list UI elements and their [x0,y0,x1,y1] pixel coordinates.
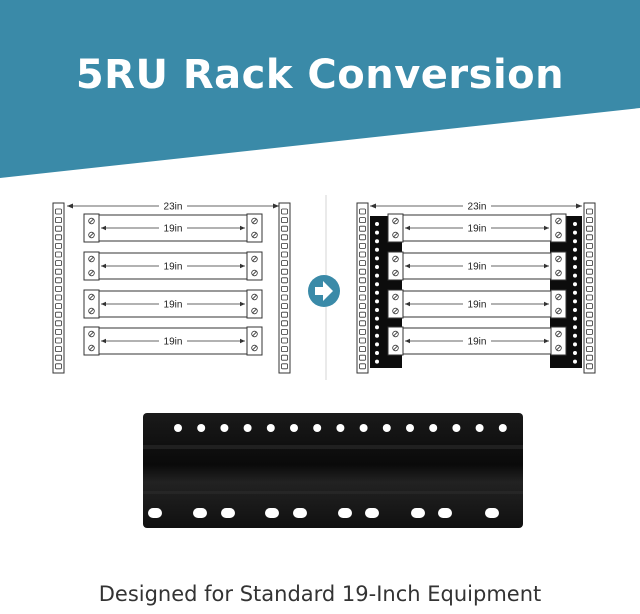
mounting-hole [220,424,229,432]
rack-bracket-image [143,413,523,528]
equipment-unit: 19in [387,326,567,356]
mounting-hole [498,424,507,432]
unit-width-label: 19in [164,300,183,311]
mounting-hole [197,424,206,432]
equipment-unit: 19in [83,289,263,319]
header-banner [0,0,640,178]
equipment-unit: 19in [83,213,263,243]
mounting-hole [359,424,368,432]
mounting-hole [243,424,252,432]
mounting-hole [336,424,345,432]
mounting-hole [313,424,322,432]
after-diagram: 23in 19in 19in 19in 19in [356,199,596,374]
mounting-slot [485,508,499,518]
equipment-unit: 19in [387,251,567,281]
mounting-slot [293,508,307,518]
right-rack-rail [583,202,596,374]
left-rack-rail [356,202,369,374]
mounting-hole [452,424,461,432]
page-title: 5RU Rack Conversion [75,52,565,98]
span-label: 23in [468,202,487,213]
unit-width-label: 19in [468,224,487,235]
mounting-hole [174,424,182,432]
mounting-hole [406,424,414,432]
mounting-slot [221,508,235,518]
before-diagram: 23in 19in 19in 19in 19in [52,199,291,374]
bracket-plate [143,413,523,528]
equipment-unit: 19in [387,213,567,243]
equipment-unit: 19in [387,289,567,319]
unit-width-label: 19in [468,300,487,311]
mounting-slot [338,508,352,518]
mounting-slot [411,508,425,518]
right-arrow-icon [308,275,340,307]
span-dimension: 23in [67,199,279,213]
span-label: 23in [164,202,183,213]
mounting-hole [382,424,391,432]
mounting-hole [266,424,275,432]
equipment-unit: 19in [83,326,263,356]
span-dimension: 23in [370,199,582,213]
unit-width-label: 19in [468,262,487,273]
mounting-hole [290,424,298,432]
unit-width-label: 19in [164,262,183,273]
conversion-diagram: 23in 19in 19in 19in 19in 23in 19in 19in 19in 1… [52,195,596,380]
unit-width-label: 19in [164,337,183,348]
mounting-slot [148,508,162,518]
mounting-slot [193,508,207,518]
mounting-slot [438,508,452,518]
mounting-hole [475,424,484,432]
header-banner-shape [0,0,640,178]
unit-width-label: 19in [164,224,183,235]
mounting-slot [365,508,379,518]
left-rack-rail [52,202,65,374]
unit-width-label: 19in [468,337,487,348]
mounting-slot [265,508,279,518]
footer-caption: Designed for Standard 19-Inch Equipment [98,582,542,606]
mounting-hole [429,424,438,432]
right-rack-rail [278,202,291,374]
equipment-unit: 19in [83,251,263,281]
